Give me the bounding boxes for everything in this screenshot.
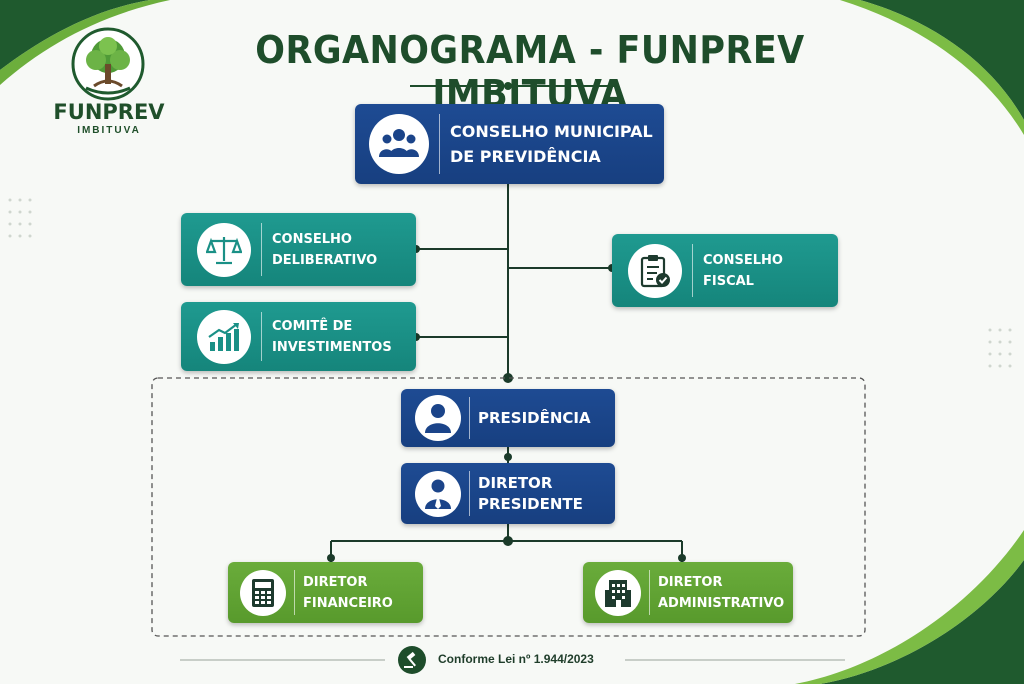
node-conselho-municipal[interactable]: CONSELHO MUNICIPAL DE PREVIDÊNCIA (355, 104, 664, 184)
node-diretor-financeiro[interactable]: DIRETOR FINANCEIRO (228, 562, 423, 623)
node-conselho-deliberativo[interactable]: CONSELHO DELIBERATIVO (181, 213, 416, 286)
node-comite-investimentos[interactable]: COMITÊ DE INVESTIMENTOS (181, 302, 416, 371)
node-label: COMITÊ DE INVESTIMENTOS (272, 318, 392, 355)
group-icon (369, 114, 429, 174)
calculator-icon (240, 569, 286, 616)
footer-law-reference: Conforme Lei nº 1.944/2023 (438, 652, 594, 666)
building-icon (595, 569, 641, 616)
node-label: DIRETOR PRESIDENTE (478, 473, 583, 513)
node-presidencia[interactable]: PRESIDÊNCIA (401, 389, 615, 447)
businessman-icon (415, 470, 461, 517)
title-underline (410, 82, 616, 90)
footer-rule (180, 659, 845, 661)
logo-name: FUNPREV (53, 100, 165, 124)
node-label: CONSELHO DELIBERATIVO (272, 231, 378, 268)
person-icon (415, 395, 461, 441)
scales-icon (197, 222, 251, 277)
node-diretor-presidente[interactable]: DIRETOR PRESIDENTE (401, 463, 615, 524)
node-label: DIRETOR FINANCEIRO (303, 574, 393, 611)
page-title: ORGANOGRAMA - FUNPREV IMBITUVA (255, 28, 805, 116)
node-label: DIRETOR ADMINISTRATIVO (658, 574, 785, 611)
node-label: CONSELHO FISCAL (703, 252, 783, 289)
node-label: PRESIDÊNCIA (478, 409, 591, 427)
tree-logo-icon (71, 27, 145, 101)
growth-chart-icon (197, 309, 251, 364)
logo-subtitle: IMBITUVA (77, 125, 141, 136)
node-diretor-administrativo[interactable]: DIRETOR ADMINISTRATIVO (583, 562, 793, 623)
node-label: CONSELHO MUNICIPAL DE PREVIDÊNCIA (450, 122, 653, 166)
node-conselho-fiscal[interactable]: CONSELHO FISCAL (612, 234, 838, 307)
gavel-icon (398, 646, 426, 674)
checklist-icon (628, 243, 682, 298)
